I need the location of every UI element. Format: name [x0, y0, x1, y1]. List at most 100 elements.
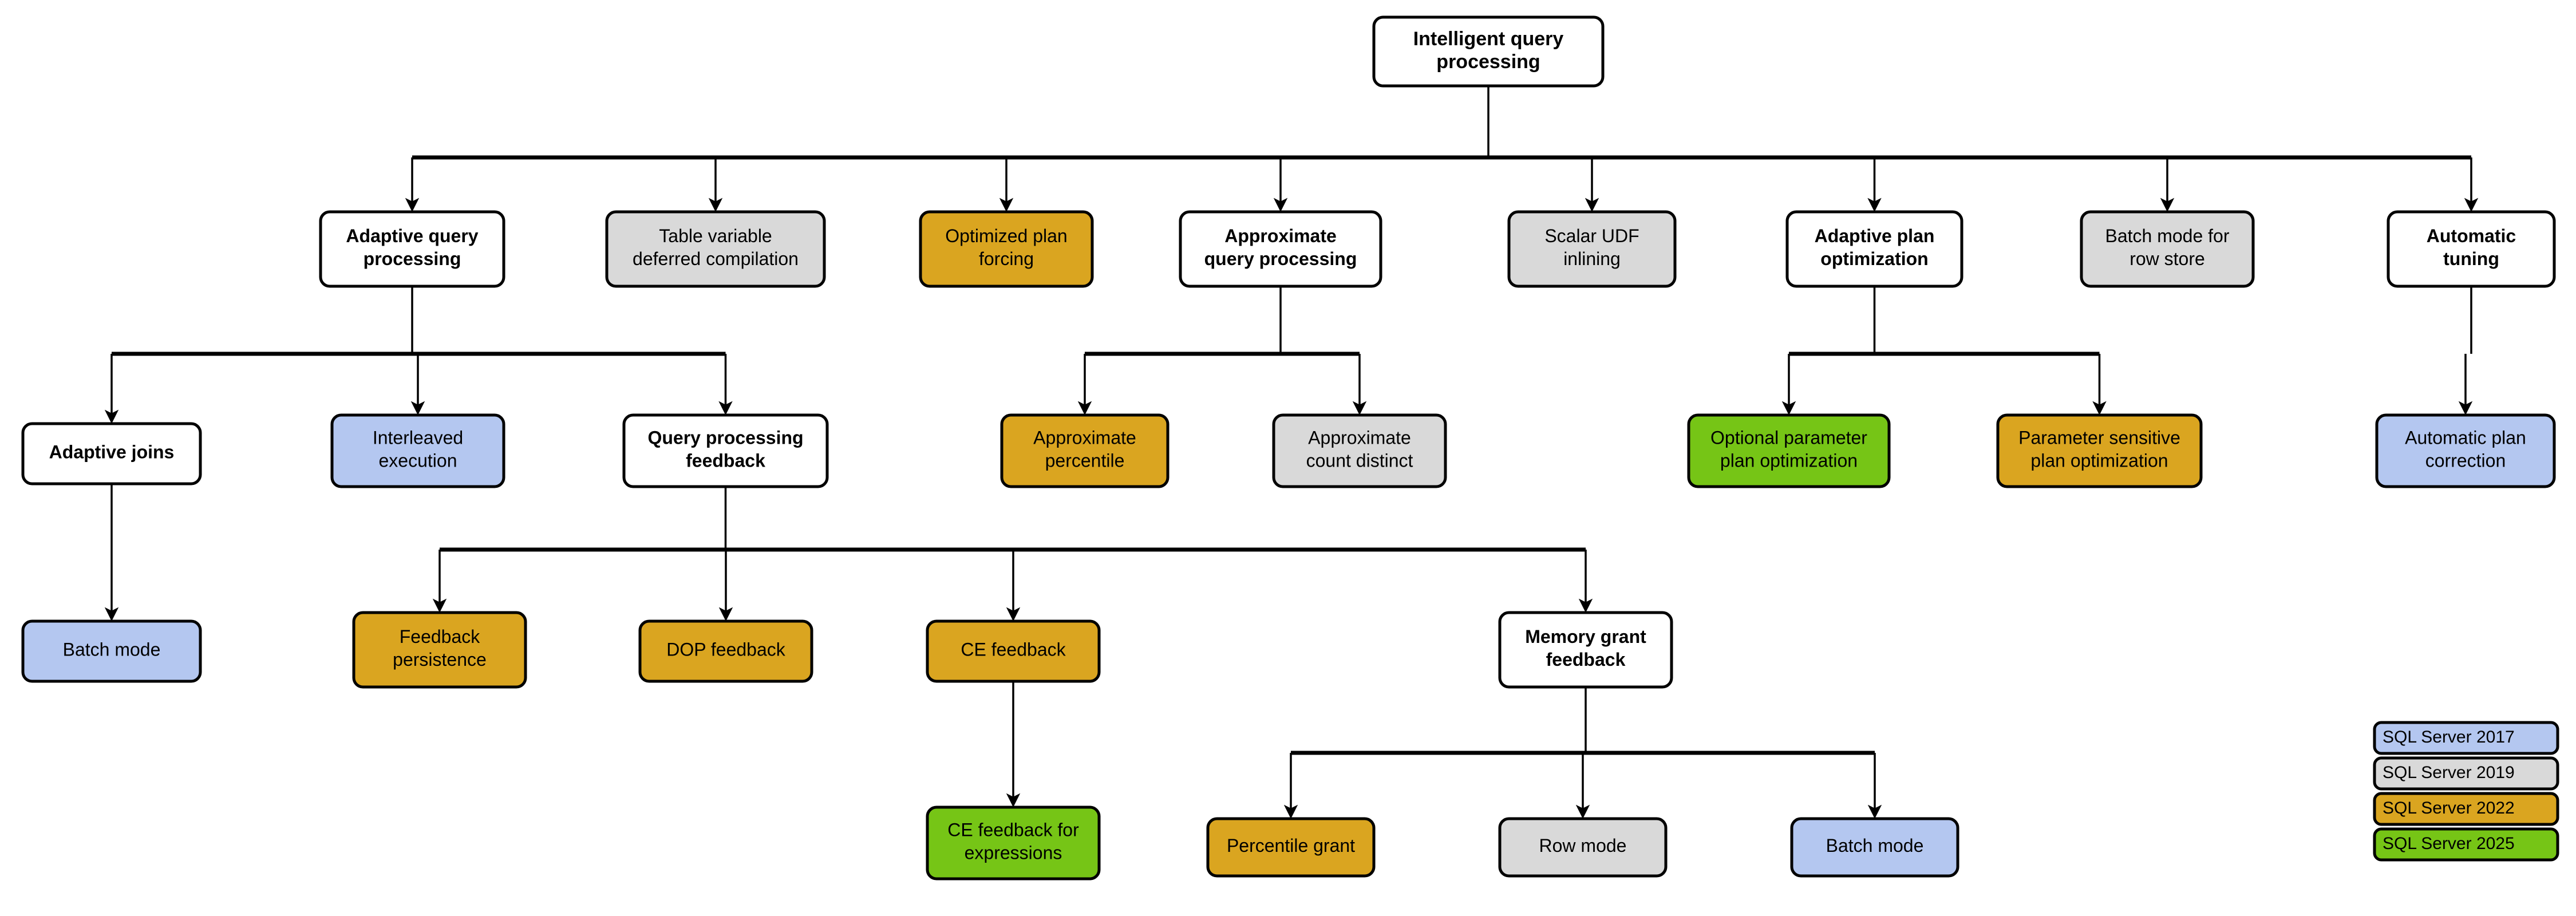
node-box	[638, 619, 813, 683]
node-box	[1000, 413, 1170, 488]
connector-group-apo	[1781, 286, 2107, 416]
node-batch-mode-aj[interactable]: Batch mode	[21, 619, 202, 683]
node-box	[319, 210, 505, 288]
node-label: CE feedback	[961, 639, 1066, 660]
node-box	[622, 413, 829, 488]
connector-group-approx-qp	[1077, 286, 1367, 416]
legend-item-sql-server-2017[interactable]: SQL Server 2017	[2373, 721, 2559, 755]
node-label: Batch mode	[1826, 835, 1924, 856]
node-box	[2387, 210, 2556, 288]
node-ce-feedback[interactable]: CE feedback	[926, 619, 1101, 683]
node-box	[21, 422, 202, 485]
node-box	[1996, 413, 2203, 488]
node-label: Row mode	[1539, 835, 1627, 856]
legend-label: SQL Server 2025	[2383, 834, 2515, 853]
connector-group-aqp	[104, 286, 733, 424]
connector-group-qpf	[432, 487, 1593, 622]
node-box	[1790, 817, 1959, 878]
legend-item-sql-server-2025[interactable]: SQL Server 2025	[2373, 827, 2559, 862]
node-box	[352, 611, 527, 689]
node-box	[21, 619, 202, 683]
node-label: Batch mode	[63, 639, 161, 660]
legend-label: SQL Server 2022	[2383, 799, 2515, 818]
node-dop-feedback[interactable]: DOP feedback	[638, 619, 813, 683]
legend-item-sql-server-2022[interactable]: SQL Server 2022	[2373, 792, 2559, 826]
legend-label: SQL Server 2017	[2383, 728, 2515, 747]
node-label: Adaptive joins	[49, 442, 175, 463]
legend-swatch	[2373, 721, 2559, 755]
legend-swatch	[2373, 792, 2559, 826]
legend-swatch	[2373, 756, 2559, 791]
node-batch-mode-mgf[interactable]: Batch mode	[1790, 817, 1959, 878]
connector-group-auto-tuning	[2458, 286, 2473, 416]
connector-group-mgf	[1283, 687, 1882, 819]
node-box	[1507, 210, 1677, 288]
legend-swatch	[2373, 827, 2559, 862]
node-box	[605, 210, 826, 288]
node-box	[1179, 210, 1382, 288]
node-box	[330, 413, 505, 488]
node-row-mode[interactable]: Row mode	[1498, 817, 1668, 878]
legend-label: SQL Server 2019	[2383, 763, 2515, 782]
node-box	[926, 619, 1101, 683]
node-box	[1272, 413, 1447, 488]
node-box	[2080, 210, 2255, 288]
node-box	[919, 210, 1094, 288]
node-box	[2375, 413, 2556, 488]
node-pct-grant[interactable]: Percentile grant	[1206, 817, 1376, 878]
connector-layer	[104, 86, 2479, 819]
node-box	[1206, 817, 1376, 878]
connector-group-root	[405, 86, 2479, 212]
node-box	[1498, 817, 1668, 878]
node-label: DOP feedback	[666, 639, 786, 660]
node-box	[1687, 413, 1891, 488]
node-box	[1785, 210, 1963, 288]
node-box	[1372, 15, 1605, 88]
node-box	[926, 806, 1101, 881]
legend-item-sql-server-2019[interactable]: SQL Server 2019	[2373, 756, 2559, 791]
node-box	[1498, 611, 1673, 689]
node-adaptive-joins[interactable]: Adaptive joins	[21, 422, 202, 485]
